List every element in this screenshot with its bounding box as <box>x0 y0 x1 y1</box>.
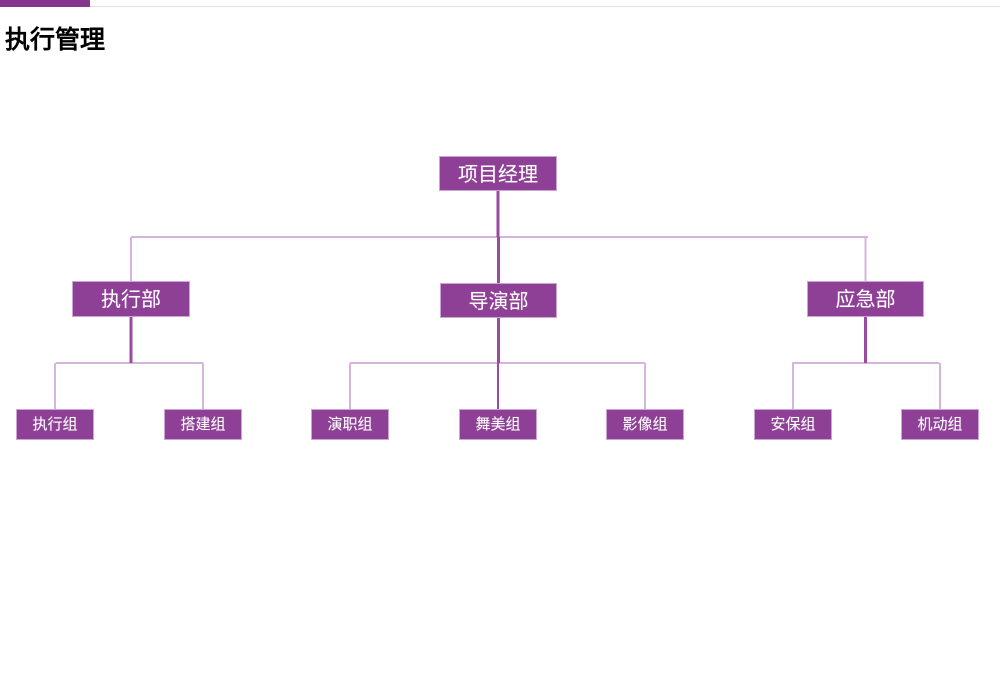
org-node-team-flex[interactable]: 机动组 <box>901 409 979 440</box>
org-node-team-exec[interactable]: 执行组 <box>16 409 94 440</box>
header-accent-bar <box>0 0 90 7</box>
org-node-dept-exec[interactable]: 执行部 <box>72 281 190 317</box>
page-title: 执行管理 <box>5 25 106 54</box>
org-node-dept-emer[interactable]: 应急部 <box>807 281 924 317</box>
org-node-label: 执行组 <box>32 415 78 433</box>
header-divider <box>0 6 1000 7</box>
org-node-root[interactable]: 项目经理 <box>439 156 557 191</box>
org-node-label: 机动组 <box>917 415 963 433</box>
org-node-label: 项目经理 <box>458 161 538 186</box>
org-node-label: 执行部 <box>101 287 161 311</box>
org-node-label: 安保组 <box>770 415 816 433</box>
org-node-dept-dir[interactable]: 导演部 <box>440 283 557 318</box>
org-node-label: 导演部 <box>468 288 529 313</box>
org-node-label: 影像组 <box>622 415 668 433</box>
org-node-team-stage[interactable]: 舞美组 <box>459 409 537 440</box>
org-node-team-sec[interactable]: 安保组 <box>754 409 832 440</box>
org-node-label: 应急部 <box>835 287 896 311</box>
org-node-label: 舞美组 <box>475 415 521 433</box>
org-node-team-video[interactable]: 影像组 <box>606 409 684 440</box>
org-node-label: 搭建组 <box>180 415 226 433</box>
org-node-team-build[interactable]: 搭建组 <box>164 409 242 440</box>
org-node-label: 演职组 <box>327 415 373 433</box>
org-node-team-cast[interactable]: 演职组 <box>311 409 389 440</box>
